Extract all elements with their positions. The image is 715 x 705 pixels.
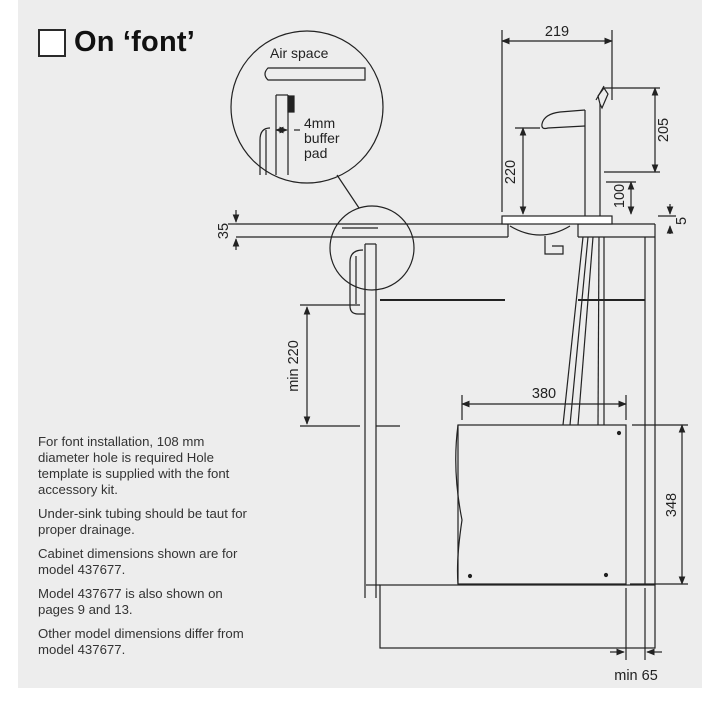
label-air-space: Air space [270, 45, 329, 61]
under-sink-tubing [562, 236, 605, 426]
dim-top-width: 219 [545, 24, 569, 40]
note-model-pages: Model 437677 is also shown on pages 9 an… [38, 586, 223, 617]
dim-min-clearance: min 220 [286, 340, 302, 392]
cabinet-wall [364, 243, 377, 598]
note-tubing: Under-sink tubing should be taut for pro… [38, 506, 247, 537]
dim-counter-right: 5 [674, 217, 690, 225]
label-buffer: buffer [304, 130, 340, 146]
dim-spout-height: 205 [656, 118, 672, 142]
note-font-installation: For font installation, 108 mm diameter h… [38, 434, 230, 497]
dim-min-side: min 65 [614, 668, 658, 684]
label-pad: pad [304, 145, 327, 161]
dim-faucet-height: 220 [503, 160, 519, 184]
label-buffer-4mm: 4mm [304, 115, 335, 131]
title-block: On ‘font’ [38, 26, 195, 59]
checkbox[interactable] [38, 28, 66, 57]
note-other-models: Other model dimensions differ from model… [38, 626, 244, 657]
dim-unit-width: 380 [532, 386, 556, 402]
drain-tube [349, 249, 365, 315]
countertop [236, 223, 656, 238]
font-base [501, 215, 613, 255]
callout-magnifier [230, 30, 415, 291]
dim-base-height: 100 [612, 184, 628, 208]
unit-box [455, 424, 627, 585]
dim-counter-left: 35 [216, 223, 232, 239]
faucet-body [541, 85, 609, 216]
cabinet-base [379, 584, 656, 649]
dim-unit-height: 348 [664, 493, 680, 517]
installation-notes: For font installation, 108 mm diameter h… [38, 434, 248, 666]
cabinet-side [644, 237, 656, 585]
note-cabinet-dimensions: Cabinet dimensions shown are for model 4… [38, 546, 238, 577]
dimension-lines [228, 30, 688, 660]
page-title: On ‘font’ [74, 26, 195, 58]
